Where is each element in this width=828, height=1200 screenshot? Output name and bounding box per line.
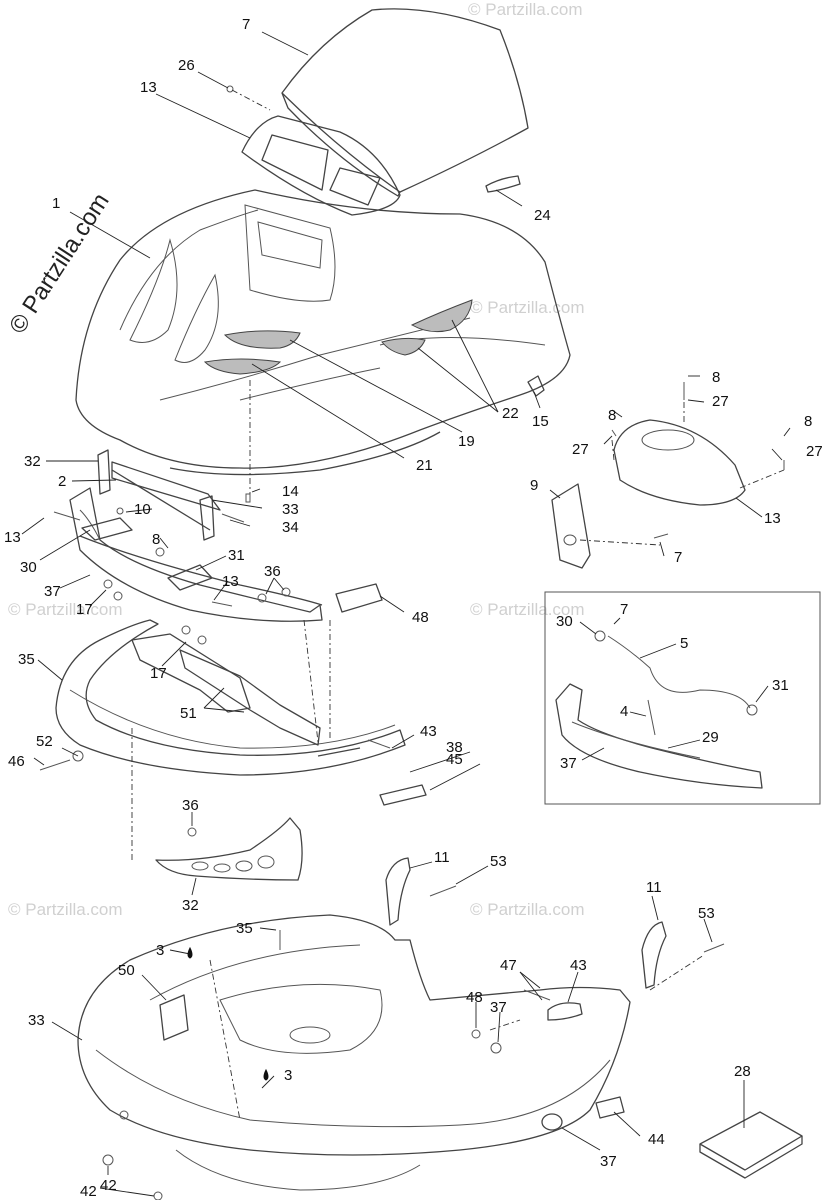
callout-label: 32 [24,453,41,470]
callout-label: 21 [416,457,433,474]
leader-lines [21,31,791,1197]
callout-label: 31 [772,677,789,694]
callout-label: 1 [52,195,60,212]
callout-label: 51 [180,705,197,722]
callout-label: 8 [712,369,720,386]
bracket-part [641,921,667,989]
callout-label: 7 [674,549,682,566]
callout-label: 3 [284,1067,292,1084]
callout-label: 24 [534,207,551,224]
alignment-lines [131,89,785,1121]
callout-label: 13 [4,529,21,546]
callout-label: 17 [76,601,93,618]
callout-label: 48 [466,989,483,1006]
callout-label: 11 [646,879,662,896]
callout-label: 5 [680,635,688,652]
callout-label: 33 [282,501,299,518]
bumper-cable-kit-part [555,630,763,789]
callout-label: 37 [560,755,577,772]
callout-label: 26 [178,57,195,74]
callout-label: 38 [446,739,463,756]
console-part [241,115,401,216]
callout-label: 3 [156,942,164,959]
callout-label: 53 [698,905,715,922]
vent-grille [223,330,301,349]
watermark-faint: © Partzilla.com [468,0,583,19]
vent-grille [203,358,282,375]
callout-label: 14 [282,483,299,500]
callout-label: 7 [620,601,628,618]
callout-label: 30 [556,613,573,630]
callout-label: 37 [490,999,507,1016]
callout-label: 13 [140,79,157,96]
callout-label: 50 [118,962,135,979]
callout-label: 8 [804,413,812,430]
vent-grille [381,337,426,356]
callout-label: 9 [530,477,538,494]
watermark-faint: © Partzilla.com [8,900,123,919]
callout-label: 4 [620,703,628,720]
callout-label: 42 [100,1177,117,1194]
callout-label: 7 [242,16,250,33]
support-bracket-part [131,633,321,746]
callout-numbers: 7 26 13 1 24 15 19 22 21 32 2 14 33 34 1… [4,16,823,1200]
callout-label: 27 [806,443,823,460]
adhesive-drop-icon [263,1068,269,1081]
manual-part [699,1111,803,1179]
callout-label: 19 [458,433,475,450]
callout-label: 22 [502,405,519,422]
vent-grille [410,299,473,333]
callout-label: 8 [152,531,160,548]
callout-label: 29 [702,729,719,746]
callout-label: 46 [8,753,25,770]
callout-label: 10 [134,501,151,518]
callout-label: 47 [500,957,517,974]
lower-bumper-part [55,619,406,776]
callout-label: 30 [20,559,37,576]
callout-label: 37 [600,1153,617,1170]
callout-label: 11 [434,849,450,866]
callout-label: 36 [264,563,281,580]
callout-label: 44 [648,1131,665,1148]
hood-hinge-part [97,449,221,541]
side-panel-part [551,419,746,569]
callout-label: 8 [608,407,616,424]
callout-label: 13 [222,573,239,590]
callout-label: 45 [446,751,463,768]
hood-part [75,189,571,476]
bottom-pan-part [77,914,631,1191]
callout-label: 36 [182,797,199,814]
callout-label: 35 [18,651,35,668]
callout-label: 27 [712,393,729,410]
rear-support-part [155,817,303,881]
adhesive-drop-icon [187,946,193,959]
callout-label: 48 [412,609,429,626]
callout-label: 43 [420,723,437,740]
callout-label: 2 [58,473,66,490]
callout-label: 35 [236,920,253,937]
callout-label: 34 [282,519,299,536]
watermark-faint: © Partzilla.com [8,600,123,619]
callout-label: 15 [532,413,549,430]
watermark-faint: © Partzilla.com [470,900,585,919]
callout-label: 27 [572,441,589,458]
callout-label: 33 [28,1012,45,1029]
callout-label: 37 [44,583,61,600]
callout-label: 53 [490,853,507,870]
callout-label: 17 [150,665,167,682]
callout-label: 28 [734,1063,751,1080]
inset-box [544,591,821,805]
callout-label: 43 [570,957,587,974]
callout-label: 31 [228,547,245,564]
callout-label: 42 [80,1183,97,1200]
watermark-faint: © Partzilla.com [470,600,585,619]
callout-label: 32 [182,897,199,914]
front-bumper-part [69,487,323,622]
bracket-part [385,857,411,926]
callout-label: 13 [764,510,781,527]
windshield-part [281,8,529,197]
callout-label: 52 [36,733,53,750]
